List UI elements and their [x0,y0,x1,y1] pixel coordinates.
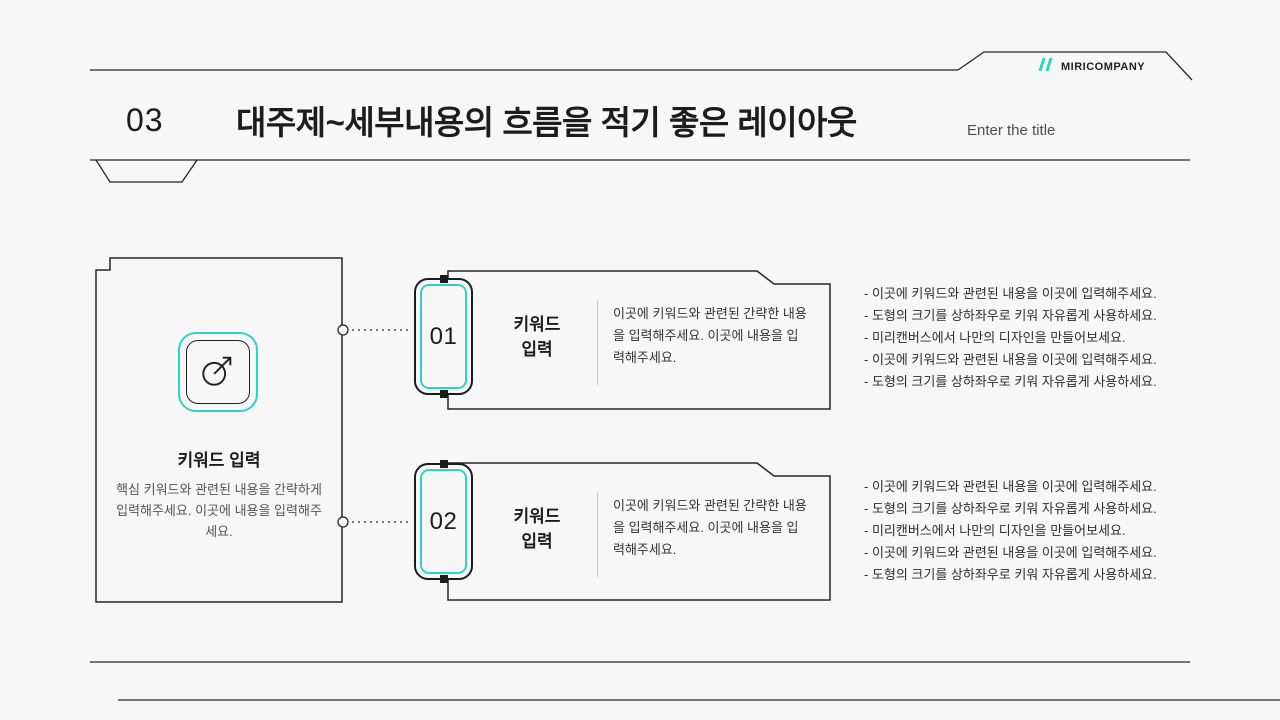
top-rule [90,51,1193,81]
keyword-card-description: 핵심 키워드와 관련된 내용을 간략하게 입력해주세요. 이곳에 내용을 입력해… [116,482,322,539]
step-badge-01-accent-border [420,284,467,389]
folder-box-outline-1 [447,270,831,410]
content-body: 이곳에 키워드와 관련된 간략한 내용을 입력해주세요. 이곳에 내용을 입력해… [613,498,807,557]
bullet-item: - 이곳에 키워드와 관련된 내용을 이곳에 입력해주세요. [864,479,1157,494]
bullet-item: - 도형의 크기를 상하좌우로 키워 자유롭게 사용하세요. [864,567,1157,582]
brand-name: MIRICOMPANY [1061,61,1146,73]
bullet-item: - 이곳에 키워드와 관련된 내용을 이곳에 입력해주세요. [864,352,1157,367]
bullet-item: - 도형의 크기를 상하좌우로 키워 자유롭게 사용하세요. [864,308,1157,323]
step-number: 02 [429,507,458,535]
keyword-card-outline [95,257,343,603]
bullet-item: - 도형의 크기를 상하좌우로 키워 자유롭게 사용하세요. [864,374,1157,389]
bullet-item: - 이곳에 키워드와 관련된 내용을 이곳에 입력해주세요. [864,545,1157,560]
connector-nub-icon [439,275,448,283]
chart-arrow-magnifier-icon [199,351,237,394]
keyword-label: 키워드 입력 [486,504,588,554]
content-body: 이곳에 키워드와 관련된 간략한 내용을 입력해주세요. 이곳에 내용을 입력해… [613,306,807,365]
content-divider [597,493,598,577]
bullet-list: - 이곳에 키워드와 관련된 내용을 이곳에 입력해주세요. - 도형의 크기를… [864,283,1194,393]
keyword-label-line: 입력 [521,340,553,359]
content-divider [597,301,598,385]
step-number: 01 [429,322,458,350]
bullet-item: - 이곳에 키워드와 관련된 내용을 이곳에 입력해주세요. [864,286,1157,301]
page-title: 대주제~세부내용의 흐름을 적기 좋은 레이아웃 [236,104,857,141]
connector-nub-icon [439,390,448,398]
keyword-label-line: 입력 [521,532,553,551]
footer-rules [90,661,1280,701]
step-badge-02-accent-border [420,469,467,574]
bullet-item: - 미리캔버스에서 나만의 디자인을 만들어보세요. [864,330,1126,345]
bullet-item: - 도형의 크기를 상하좌우로 키워 자유롭게 사용하세요. [864,501,1157,516]
keyword-icon-frame [178,332,258,412]
page-subtitle: Enter the title [967,122,1056,139]
connector-nub-icon [439,460,448,468]
keyword-label: 키워드 입력 [486,312,588,362]
keyword-card-title: 키워드 입력 [177,451,261,470]
keyword-icon-frame-inner [186,340,250,404]
bullet-item: - 미리캔버스에서 나만의 디자인을 만들어보세요. [864,523,1126,538]
bullet-list: - 이곳에 키워드와 관련된 내용을 이곳에 입력해주세요. - 도형의 크기를… [864,476,1194,586]
folder-box-outline-2 [447,462,831,601]
connector-dots [337,324,349,528]
step-badge-02: 02 [414,460,473,583]
keyword-label-line: 키워드 [513,315,561,334]
step-badge-01: 01 [414,275,473,398]
miricompany-logo-icon [1036,57,1054,77]
slide-number: 03 [126,102,164,138]
header-rule [90,159,1190,183]
brand-lockup: MIRICOMPANY [1036,57,1145,77]
keyword-label-line: 키워드 [513,507,561,526]
connector-nub-icon [439,575,448,583]
